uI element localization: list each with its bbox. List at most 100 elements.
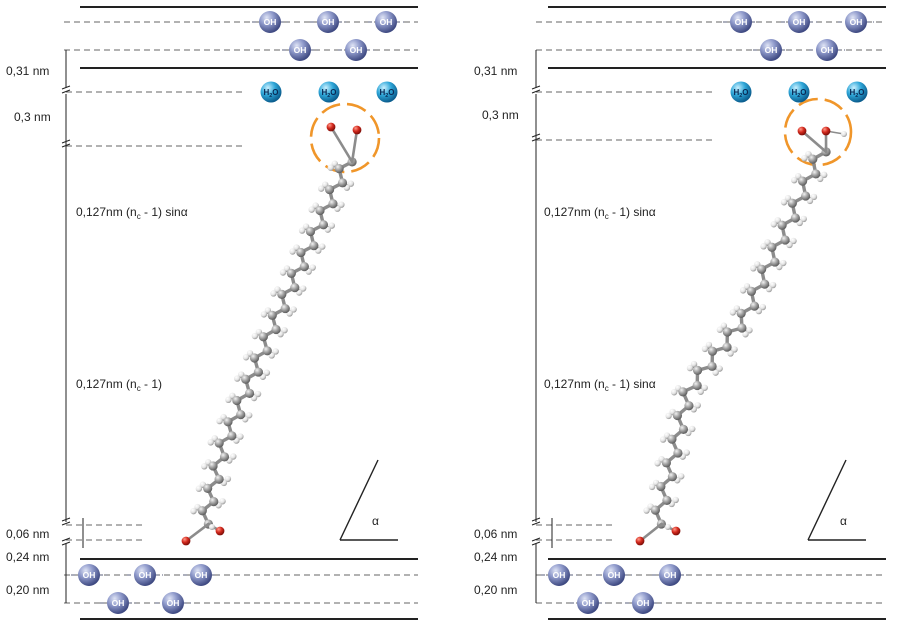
hydroxyl-ball — [289, 39, 311, 61]
water-sphere: H2O — [846, 81, 868, 103]
hydrogen-atom — [225, 396, 232, 404]
hydrogen-atom — [224, 475, 232, 483]
hydrogen-atom — [648, 483, 656, 491]
hydroxyl-sphere: OH — [753, 39, 789, 61]
hydroxyl-sphere: OH — [71, 564, 107, 586]
break-mark-3 — [531, 517, 541, 526]
lower-length-sub: c — [605, 384, 609, 393]
water-sphere: H2O — [788, 81, 810, 103]
carbon-atom — [811, 169, 821, 179]
carbon-atom — [214, 438, 224, 448]
carbon-atom — [662, 495, 672, 505]
hydrogen-atom — [219, 498, 226, 505]
hydrogen-atom — [237, 433, 244, 440]
carbon-atom — [746, 286, 757, 296]
water-h: H — [321, 88, 327, 97]
carbon-atom — [227, 431, 237, 441]
carbon-atom — [673, 448, 683, 458]
hydroxyl-sphere: OH — [570, 592, 606, 614]
carbon-atom — [309, 241, 319, 251]
hydroxyl-ball — [190, 564, 212, 586]
hydroxyl-label: OH — [167, 598, 180, 608]
hydrogen-atom — [689, 425, 696, 433]
water-ball — [788, 81, 810, 103]
water-sub: 2 — [385, 93, 388, 99]
water-h: H — [263, 88, 269, 97]
hydrogen-atom — [279, 269, 287, 276]
hydrogen-atom — [308, 206, 315, 213]
hydroxyl-ball — [134, 564, 156, 586]
hydrogen-atom — [701, 384, 708, 391]
hydroxyl-ball — [78, 564, 100, 586]
panel-right: α 0,31 nm 0,3 nm 0,127nm (nc - 1) sinα 0… — [474, 6, 886, 620]
hydroxyl-ball — [345, 39, 367, 61]
label-top-spacing: 0,31 nm — [6, 64, 49, 78]
hydrogen-atom — [790, 237, 797, 245]
hydrogen-atom — [209, 524, 215, 530]
hydroxyl-label: OH — [322, 17, 335, 27]
break-mark-1 — [531, 85, 541, 94]
hydrogen-atom — [731, 346, 738, 353]
carbon-atom — [241, 374, 251, 384]
label-lower-length: 0,127nm (nc - 1) — [76, 377, 162, 393]
hydroxyl-label: OH — [850, 17, 863, 27]
tail-length-main: 0,127nm (n — [76, 205, 137, 219]
carbon-atom — [277, 289, 287, 299]
bond — [329, 125, 354, 164]
hydrogen-atom — [216, 417, 223, 425]
carbon-atom — [223, 417, 233, 427]
hydroxyl-label: OH — [83, 570, 96, 580]
hydrogen-atom — [810, 193, 818, 201]
carbon-atom — [334, 164, 344, 174]
carbon-atom — [801, 191, 811, 201]
label-bottom-spacing-2: 0,20 nm — [474, 583, 517, 597]
hydrogen-atom — [746, 327, 753, 334]
hydroxyl-label: OH — [608, 570, 621, 580]
hydrogen-atom — [750, 265, 757, 272]
hydrogen-atom — [272, 348, 279, 355]
hydrogen-atom — [318, 185, 325, 192]
hydroxyl-sphere: OH — [282, 39, 318, 61]
water-sphere: H2O — [376, 81, 398, 103]
water-ball — [730, 81, 752, 103]
water-sub: 2 — [269, 93, 272, 99]
hydroxyl-sphere: OH — [368, 11, 404, 33]
water-ball — [318, 81, 340, 103]
hydrogen-atom — [230, 453, 237, 460]
water-o: O — [272, 88, 278, 97]
carbon-atom — [678, 387, 688, 397]
water-sub: 2 — [327, 93, 330, 99]
hydrogen-atom — [716, 365, 723, 372]
hydroxyl-ball — [659, 564, 681, 586]
water-ball — [260, 81, 282, 103]
hydroxyl-label: OH — [793, 17, 806, 27]
angle-label: α — [372, 514, 379, 528]
hydrogen-atom — [299, 285, 307, 292]
hydrogen-atom — [665, 412, 672, 420]
oxygen-atom — [635, 536, 645, 546]
hydroxyl-ball — [317, 11, 339, 33]
hydrogen-atom — [309, 264, 316, 271]
hydrogen-atom — [697, 388, 704, 395]
hydroxyl-sphere: OH — [596, 564, 632, 586]
carbon-atom — [749, 301, 760, 311]
break-mark-4 — [61, 537, 71, 546]
hydrogen-atom — [298, 227, 306, 234]
hydrogen-atom — [672, 496, 679, 504]
carbon-atom — [286, 268, 296, 279]
label-tail-length: 0,127nm (nc - 1) sinα — [76, 205, 188, 221]
carbon-atom — [760, 279, 770, 289]
break-mark-4 — [531, 537, 541, 546]
dimension-lines — [531, 50, 553, 603]
hydrogen-atom — [683, 449, 690, 456]
hydroxyl-ball — [632, 592, 654, 614]
break-mark-1 — [61, 85, 71, 94]
hydrogen-atom — [665, 524, 671, 530]
highlight-circle — [309, 102, 381, 174]
water-label: H2O — [733, 88, 748, 99]
surface-lines — [80, 6, 418, 620]
water-sphere: H2O — [318, 81, 340, 103]
hydroxyl-sphere: OH — [652, 564, 688, 586]
water-sub: 2 — [855, 93, 858, 99]
